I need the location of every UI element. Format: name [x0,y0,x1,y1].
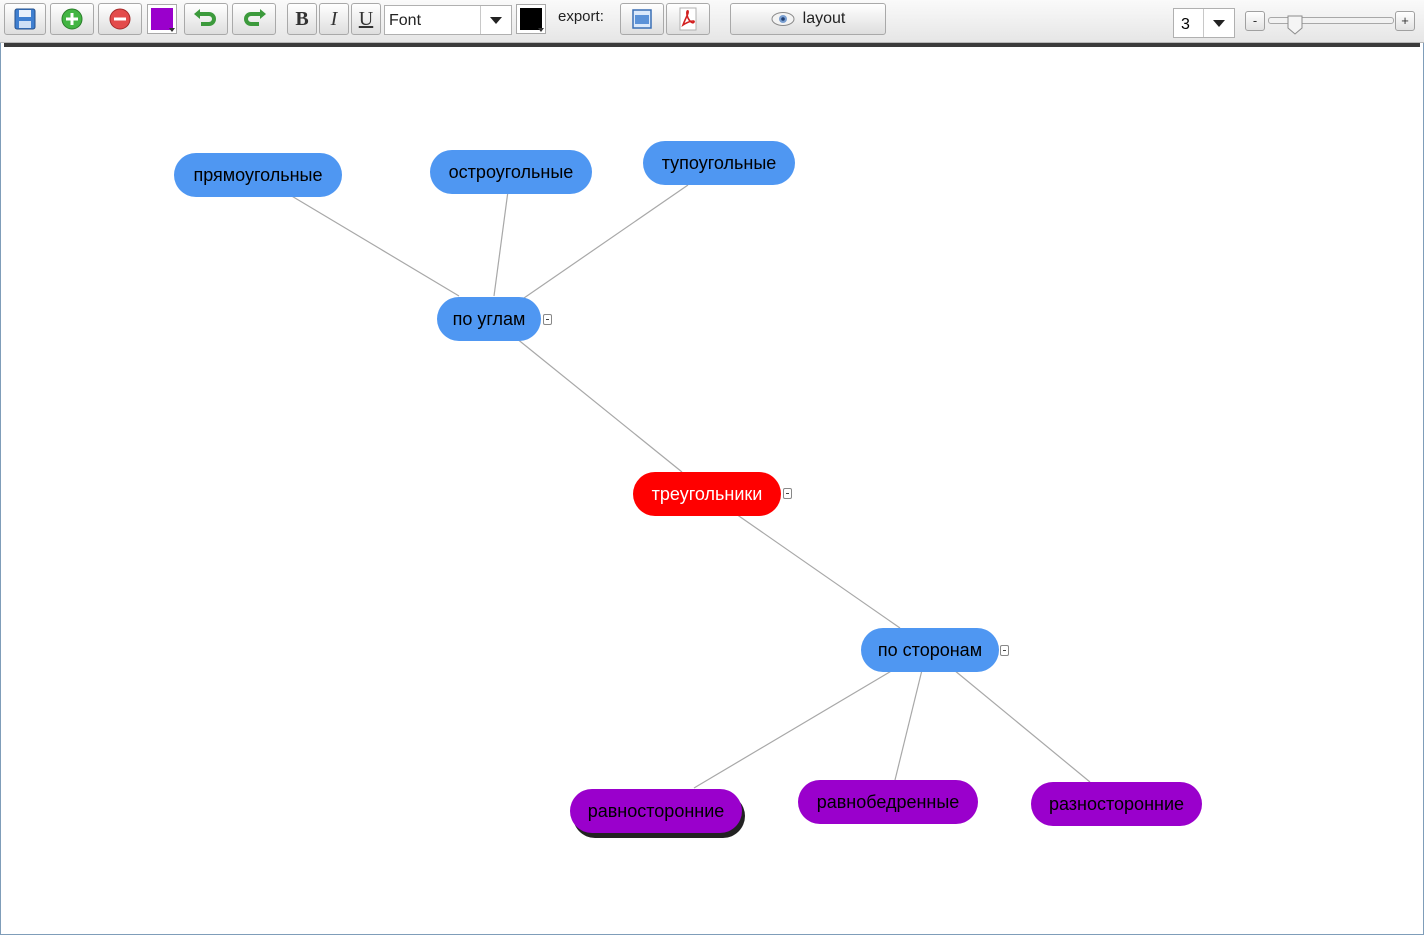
node-by-angles[interactable]: по углам [437,297,541,341]
redo-icon [241,8,267,30]
node-obtuse-triangles[interactable]: тупоугольные [643,141,795,185]
toolbar: B I U Font export: layout 3 - + [0,0,1424,43]
eye-icon [771,11,795,27]
undo-icon [193,8,219,30]
zoom-slider-handle[interactable] [1286,14,1304,36]
save-button[interactable] [4,3,46,35]
node-by-sides[interactable]: по сторонам [861,628,999,672]
font-select[interactable]: Font [384,5,512,35]
remove-node-icon [108,7,132,31]
export-label: export: [558,8,604,25]
color-dropdown-icon [538,28,544,32]
text-color-swatch [520,8,542,30]
node-isosceles[interactable]: равнобедренные [798,780,978,824]
edge-sides-scalene [953,669,1091,783]
collapse-toggle-sides[interactable] [1000,645,1009,656]
undo-button[interactable] [184,3,228,35]
chevron-down-icon [480,6,511,34]
edge-angles-obtuse [523,184,689,299]
layout-button[interactable]: layout [730,3,886,35]
collapse-toggle-angles[interactable] [543,314,552,325]
redo-button[interactable] [232,3,276,35]
node-color-picker[interactable] [147,4,177,34]
node-right-triangles[interactable]: прямоугольные [174,153,342,197]
toolbar-divider [4,43,1420,47]
node-acute-triangles[interactable]: остроугольные [430,150,592,194]
edge-angles-right [289,194,460,297]
level-select-value: 3 [1181,16,1190,33]
font-select-value: Font [389,12,422,29]
italic-button[interactable]: I [319,3,349,35]
level-select[interactable]: 3 [1173,8,1235,38]
mindmap-connectors [289,184,1091,789]
node-equilateral[interactable]: равносторонние [570,789,742,833]
pdf-icon [677,7,699,31]
add-node-button[interactable] [50,3,94,35]
underline-button[interactable]: U [351,3,381,35]
node-scalene[interactable]: разносторонние [1031,782,1202,826]
export-pdf-button[interactable] [666,3,710,35]
export-image-button[interactable] [620,3,664,35]
edge-angles-acute [493,190,509,297]
chevron-down-icon [1203,9,1234,37]
image-icon [631,8,653,30]
node-color-swatch [151,8,173,30]
bold-button[interactable]: B [287,3,317,35]
edge-sides-isosceles [894,669,923,781]
edge-root-angles [515,337,683,473]
zoom-in-button[interactable]: + [1395,11,1415,31]
collapse-toggle-root[interactable] [783,488,792,499]
zoom-out-button[interactable]: - [1245,11,1265,31]
edge-sides-equilateral [693,669,894,789]
color-dropdown-icon [169,28,175,32]
edge-root-sides [735,513,901,629]
mindmap-canvas[interactable]: прямоугольные остроугольные тупоугольные… [4,48,1420,931]
add-node-icon [60,7,84,31]
save-icon [13,7,37,31]
remove-node-button[interactable] [98,3,142,35]
text-color-picker[interactable] [516,4,546,34]
layout-label: layout [802,10,846,27]
node-root-triangles[interactable]: треугольники [633,472,781,516]
zoom-slider-track[interactable] [1268,17,1394,24]
